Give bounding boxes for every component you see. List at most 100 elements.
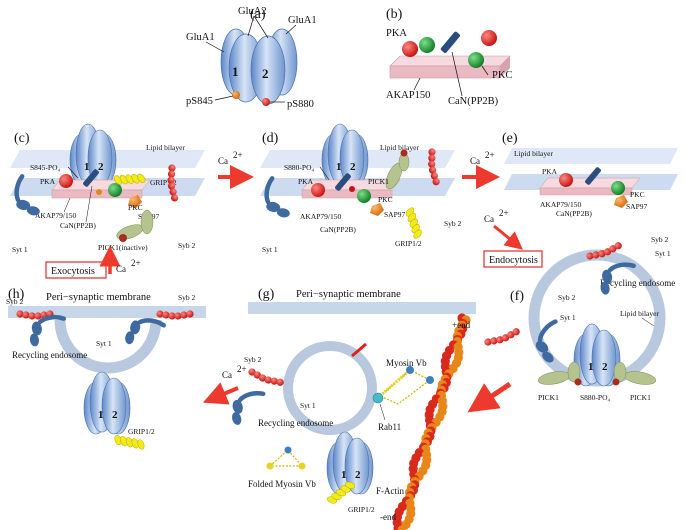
- g-plus-end-label: +end: [452, 320, 471, 330]
- c-pick1-inactive-icon: [116, 209, 154, 242]
- d-akap-scaffold-icon: [301, 179, 401, 199]
- d-pick1-active-icon: [385, 149, 410, 190]
- panel-e-label: (e): [502, 131, 518, 146]
- h-peri-synaptic-membrane: [8, 306, 206, 318]
- panel-g: (g) Peri−synaptic membrane Recycling end…: [227, 287, 476, 530]
- panel-h: (h) Peri−synaptic membrane Recycling end…: [6, 287, 206, 458]
- d-pkc-icon: [357, 189, 371, 203]
- exocytosis-label: Exocytosis: [51, 266, 95, 277]
- b-akap-label: AKAP150: [386, 90, 430, 101]
- g-syb-label: Syb 2: [244, 355, 262, 364]
- g-rab11-label: Rab11: [378, 422, 401, 432]
- panel-f: (f) Recycling endosome Syb 2 Syt 1 Syb 2…: [483, 235, 675, 402]
- e-sap97-label: SAP97: [626, 202, 648, 211]
- panel-g-label: (g): [258, 287, 275, 302]
- c-grip-label: GRIP1/2: [150, 178, 177, 187]
- endocytosis-label: Endocytosis: [489, 255, 538, 266]
- c-pkc-label: PKC: [128, 203, 143, 212]
- e-can-icon: [585, 167, 601, 185]
- c-subunit-2: 2: [98, 161, 104, 173]
- b-pkc-label: PKC: [492, 70, 512, 81]
- ca-arrow-4: Ca 2+: [202, 364, 247, 405]
- ps845-site-icon: [232, 91, 240, 99]
- d-lipid-label: Lipid bilayer: [380, 143, 419, 152]
- d-s880-label: S880-PO₄: [284, 163, 315, 172]
- panel-b: (b) PKA PKC AKAP150 CaN(PP2B): [386, 7, 512, 107]
- f-syb2-top-label: Syb 2: [651, 235, 669, 244]
- ca-label-4: Ca: [222, 370, 232, 380]
- pkc-small-icon: [419, 37, 435, 53]
- ps880-site-icon: [262, 98, 270, 106]
- panel-d: (d) Lipid bilayer 1 2 S880-PO₄ PICK1 PKA…: [260, 123, 462, 254]
- f-subunit-2: 2: [602, 361, 608, 373]
- h-membrane-label: Peri−synaptic membrane: [46, 292, 151, 303]
- e-pka-label: PKA: [542, 167, 558, 176]
- f-ampa-receptor-icon: [573, 323, 621, 387]
- d-can-label: CaN(PP2B): [320, 225, 356, 234]
- f-syt1-top-label: Syt 1: [655, 249, 671, 258]
- actin-bead-orange: [397, 525, 407, 530]
- panel-c-label: (c): [14, 131, 30, 146]
- panel-f-label: (f): [510, 289, 524, 304]
- pka-icon: [402, 41, 418, 57]
- d-subunit-2: 2: [350, 161, 356, 173]
- f-pick1-left-icon: [537, 361, 582, 386]
- c-sap97-icon: [128, 195, 142, 208]
- exocytosis-box: [45, 261, 107, 279]
- d-can-icon: [335, 173, 351, 191]
- ca-label-1: Ca: [218, 156, 228, 166]
- ca-label-3: Ca: [484, 214, 494, 224]
- c-pick1-label: PICK1(inactive): [98, 243, 148, 252]
- d-pka-label: PKA: [298, 177, 314, 186]
- panel-b-label: (b): [386, 7, 403, 22]
- ampa-receptor-icon: [220, 28, 298, 105]
- g-folded-label: Folded Myosin Vb: [248, 479, 316, 489]
- pka-right-icon: [481, 30, 497, 46]
- ca-label-2: Ca: [470, 156, 480, 166]
- glua2-label: GluA2: [238, 6, 267, 17]
- e-pka-icon: [559, 173, 573, 187]
- panel-a: (a) GluA1 GluA2 GluA1 1 2 pS845 pS880: [186, 6, 317, 110]
- ps880-label: pS880: [287, 99, 314, 110]
- e-pkc-label: PKC: [630, 190, 645, 199]
- c-subunit-1: 1: [84, 161, 90, 173]
- f-s880-label: S880-PO₄: [580, 393, 611, 402]
- h-subunit-2: 2: [112, 409, 118, 421]
- panel-c: (c) Lipid bilayer 1 2 S845-PO₄ GRIP1/2 P…: [10, 123, 205, 254]
- ca-arrow-1: Ca 2+: [218, 150, 254, 189]
- h-grip-label: GRIP1/2: [128, 427, 155, 436]
- d-s880-site-icon: [349, 186, 355, 192]
- c-lipid-label: Lipid bilayer: [146, 143, 185, 152]
- c-akap-label: AKAP79/150: [35, 211, 77, 220]
- ca-sup-1: 2+: [233, 150, 243, 160]
- h-recycling-endosome-icon: [54, 319, 162, 374]
- c-pka-label: PKA: [40, 177, 56, 186]
- g-folded-myosin-icon: [266, 446, 306, 470]
- d-sap97-icon: [370, 203, 384, 216]
- f-syb2-left-label: Syb 2: [558, 293, 576, 302]
- endocytosis-box: [483, 250, 543, 268]
- d-sap97-label: SAP97: [384, 210, 406, 219]
- d-grip-label: GRIP1/2: [395, 239, 422, 248]
- g-recycling-label: Recycling endosome: [258, 418, 333, 428]
- c-can-label: CaN(PP2B): [60, 221, 96, 230]
- f-syt1-left-label: Syt 1: [560, 313, 576, 322]
- d-syt-label: Syt 1: [262, 245, 278, 254]
- d-pka-icon: [311, 183, 325, 197]
- e-pkc-icon: [611, 181, 625, 195]
- g-f-actin-filament-icon: [392, 313, 471, 530]
- g-myosin-label: Myosin Vb: [386, 358, 427, 368]
- g-subunit-1: 1: [341, 469, 347, 481]
- pkc-icon: [468, 52, 484, 68]
- g-membrane-label: Peri−synaptic membrane: [296, 289, 401, 300]
- f-subunit-1: 1: [588, 361, 594, 373]
- ca-arrow-3: Ca 2+ Endocytosis: [483, 208, 543, 268]
- ca-sup-4: 2+: [237, 364, 247, 374]
- g-grip-label: GRIP1/2: [348, 505, 375, 514]
- c-s845-site-icon: [96, 189, 102, 195]
- c-syb-label: Syb 2: [178, 241, 196, 250]
- d-pick1-label: PICK1: [368, 177, 389, 186]
- h-syb-left-label: Syb 2: [6, 297, 24, 306]
- subunit-2-label: 2: [262, 66, 269, 81]
